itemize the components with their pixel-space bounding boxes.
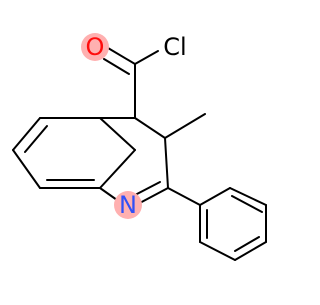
oxygen-atom-highlight — [81, 33, 109, 61]
bond-c6-c7 — [12, 149, 41, 189]
bond-ph4-ph5-inner — [234, 236, 260, 252]
chlorine-label: Cl — [163, 33, 186, 61]
bond-c5-c6-inner — [24, 125, 48, 153]
bond-c5-c6 — [12, 117, 41, 151]
bond-carbonyl-cl — [134, 50, 159, 65]
bond-lines — [12, 47, 267, 261]
bond-c2-n1-inner — [134, 181, 161, 196]
bond-c8a-c4a — [99, 149, 136, 189]
bond-c8a-n1 — [99, 187, 118, 201]
bond-carbonyl-o-double — [103, 58, 130, 75]
bond-ph4-ph5 — [234, 241, 267, 261]
bond-c2-phenyl — [167, 187, 201, 206]
bond-c4-c3 — [134, 117, 166, 139]
bond-ph2-ph3 — [229, 187, 267, 206]
bond-carbonyl-o — [107, 47, 136, 65]
nitrogen-label: N — [119, 191, 137, 219]
bond-ring-fusion — [99, 117, 136, 151]
molecule-structure: O Cl N — [12, 33, 267, 261]
nitrogen-atom-highlight — [114, 191, 142, 219]
structure-canvas: O Cl N — [12, 33, 267, 261]
bond-c3-c2 — [164, 137, 169, 189]
bond-ph5-ph6 — [199, 241, 236, 261]
bond-c3-methyl — [164, 113, 206, 139]
bond-ph2-ph3-inner — [231, 195, 263, 213]
oxygen-label: O — [86, 33, 105, 61]
bond-ph1-ph2 — [199, 187, 231, 206]
